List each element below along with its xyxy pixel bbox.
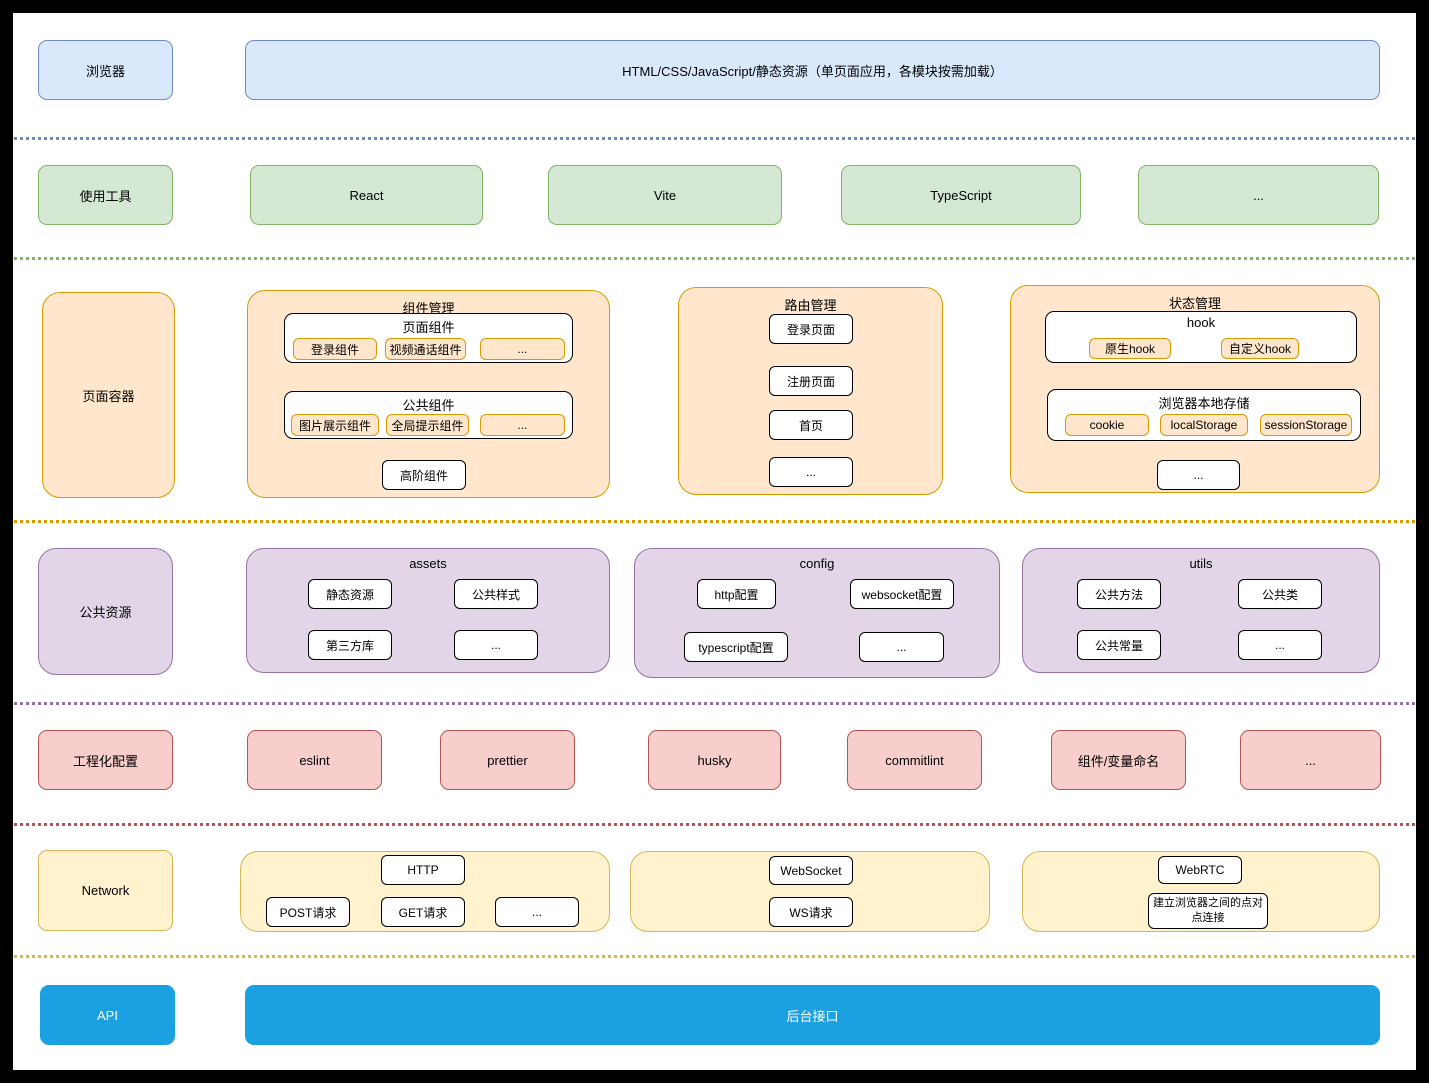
node-tools-label: 使用工具 — [79, 188, 132, 204]
node-video-call-component: 视频通话组件 — [385, 338, 466, 360]
group-common-components: 公共组件 图片展示组件 全局提示组件 ... — [284, 391, 573, 439]
node-common-constants: 公共常量 — [1077, 630, 1161, 660]
node-common-components-more: ... — [480, 414, 565, 436]
node-p2p-connection: 建立浏览器之间的点对点连接 — [1148, 893, 1268, 929]
group-browser-local-storage: 浏览器本地存储 cookie localStorage sessionStora… — [1047, 389, 1361, 441]
node-http-config: http配置 — [697, 579, 776, 609]
node-engineering-config: 工程化配置 — [38, 730, 173, 790]
node-prettier: prettier — [440, 730, 575, 790]
group-webrtc: WebRTC 建立浏览器之间的点对点连接 — [1022, 851, 1380, 932]
node-api: API — [40, 985, 175, 1045]
node-login-page: 登录页面 — [769, 314, 853, 344]
node-ws-request: WS请求 — [769, 897, 853, 927]
node-register-page: 注册页面 — [769, 366, 853, 396]
group-route-management: 路由管理 登录页面 注册页面 首页 ... — [678, 287, 943, 495]
separator-common-resources — [14, 702, 1415, 705]
group-hook-title: hook — [1186, 315, 1216, 330]
node-routes-more: ... — [769, 457, 853, 487]
group-common-components-title: 公共组件 — [402, 398, 455, 413]
node-assets-more: ... — [454, 630, 538, 660]
node-engineering-more: ... — [1240, 730, 1381, 790]
group-component-management: 组件管理 页面组件 登录组件 视频通话组件 ... 公共组件 图片展示组件 全局… — [247, 290, 610, 498]
node-static-resources-bar: HTML/CSS/JavaScript/静态资源（单页面应用，各模块按需加载） — [245, 40, 1380, 100]
node-browser-label: 浏览器 — [85, 63, 125, 79]
node-third-party-libs: 第三方库 — [308, 630, 392, 660]
node-global-toast-component: 全局提示组件 — [386, 414, 469, 436]
node-network-label: Network — [81, 883, 130, 898]
node-common-styles: 公共样式 — [454, 579, 538, 609]
node-eslint: eslint — [247, 730, 382, 790]
node-backend-api: 后台接口 — [245, 985, 1380, 1045]
separator-page-container — [14, 520, 1415, 523]
node-tools-more: ... — [1138, 165, 1379, 225]
node-static-resources-label: HTML/CSS/JavaScript/静态资源（单页面应用，各模块按需加载） — [622, 63, 1003, 79]
node-config-more: ... — [859, 632, 944, 662]
node-home-page: 首页 — [769, 410, 853, 440]
node-image-display-component: 图片展示组件 — [291, 414, 379, 436]
node-engineering-config-label: 工程化配置 — [72, 753, 138, 769]
node-native-hook: 原生hook — [1089, 338, 1171, 359]
node-common-resources: 公共资源 — [38, 548, 173, 675]
node-backend-api-label: 后台接口 — [786, 1008, 839, 1024]
group-assets: assets 静态资源 公共样式 第三方库 ... — [246, 548, 610, 673]
node-naming-convention: 组件/变量命名 — [1051, 730, 1186, 790]
node-common-resources-label: 公共资源 — [79, 605, 132, 620]
group-http: HTTP POST请求 GET请求 ... — [240, 851, 610, 932]
separator-network — [14, 955, 1415, 958]
node-husky: husky — [648, 730, 781, 790]
group-assets-title: assets — [409, 556, 447, 571]
group-browser-local-storage-title: 浏览器本地存储 — [1158, 396, 1250, 411]
node-api-label: API — [97, 1007, 118, 1023]
node-typescript: TypeScript — [841, 165, 1081, 225]
node-post-request: POST请求 — [266, 897, 350, 927]
node-state-more: ... — [1157, 460, 1240, 490]
node-localstorage: localStorage — [1160, 414, 1248, 436]
node-common-classes: 公共类 — [1238, 579, 1322, 609]
node-get-request: GET请求 — [381, 897, 465, 927]
node-commitlint: commitlint — [847, 730, 982, 790]
node-react: React — [250, 165, 483, 225]
group-page-components-title: 页面组件 — [402, 320, 455, 335]
separator-tools — [14, 257, 1415, 260]
node-http-more: ... — [495, 897, 579, 927]
group-utils-title: utils — [1189, 556, 1213, 571]
node-vite: Vite — [548, 165, 782, 225]
node-custom-hook: 自定义hook — [1221, 338, 1299, 359]
separator-engineering — [14, 823, 1415, 826]
node-static-assets: 静态资源 — [308, 579, 392, 609]
node-cookie: cookie — [1065, 414, 1149, 436]
group-component-management-title: 组件管理 — [402, 301, 455, 316]
node-login-component: 登录组件 — [293, 338, 377, 360]
node-sessionstorage: sessionStorage — [1260, 414, 1352, 436]
node-websocket: WebSocket — [769, 856, 853, 885]
node-browser: 浏览器 — [38, 40, 173, 100]
node-utils-more: ... — [1238, 630, 1322, 660]
group-websocket: WebSocket WS请求 — [630, 851, 990, 932]
node-http: HTTP — [381, 855, 465, 885]
node-common-methods: 公共方法 — [1077, 579, 1161, 609]
group-config-title: config — [799, 556, 835, 571]
node-hoc-component: 高阶组件 — [382, 460, 466, 490]
group-page-components: 页面组件 登录组件 视频通话组件 ... — [284, 313, 573, 363]
node-websocket-config: websocket配置 — [850, 579, 954, 609]
group-hook: hook 原生hook 自定义hook — [1045, 311, 1357, 363]
node-page-components-more: ... — [480, 338, 565, 360]
group-route-management-title: 路由管理 — [784, 298, 837, 313]
node-typescript-config: typescript配置 — [684, 632, 788, 662]
group-state-management-title: 状态管理 — [1168, 296, 1221, 311]
group-state-management: 状态管理 hook 原生hook 自定义hook 浏览器本地存储 cookie … — [1010, 285, 1380, 493]
node-network: Network — [38, 850, 173, 931]
group-config: config http配置 websocket配置 typescript配置 .… — [634, 548, 1000, 678]
separator-browser — [14, 137, 1415, 140]
node-tools: 使用工具 — [38, 165, 173, 225]
node-page-container-label: 页面容器 — [82, 388, 135, 404]
group-utils: utils 公共方法 公共类 公共常量 ... — [1022, 548, 1380, 673]
node-webrtc: WebRTC — [1158, 856, 1242, 884]
node-page-container: 页面容器 — [42, 292, 175, 498]
